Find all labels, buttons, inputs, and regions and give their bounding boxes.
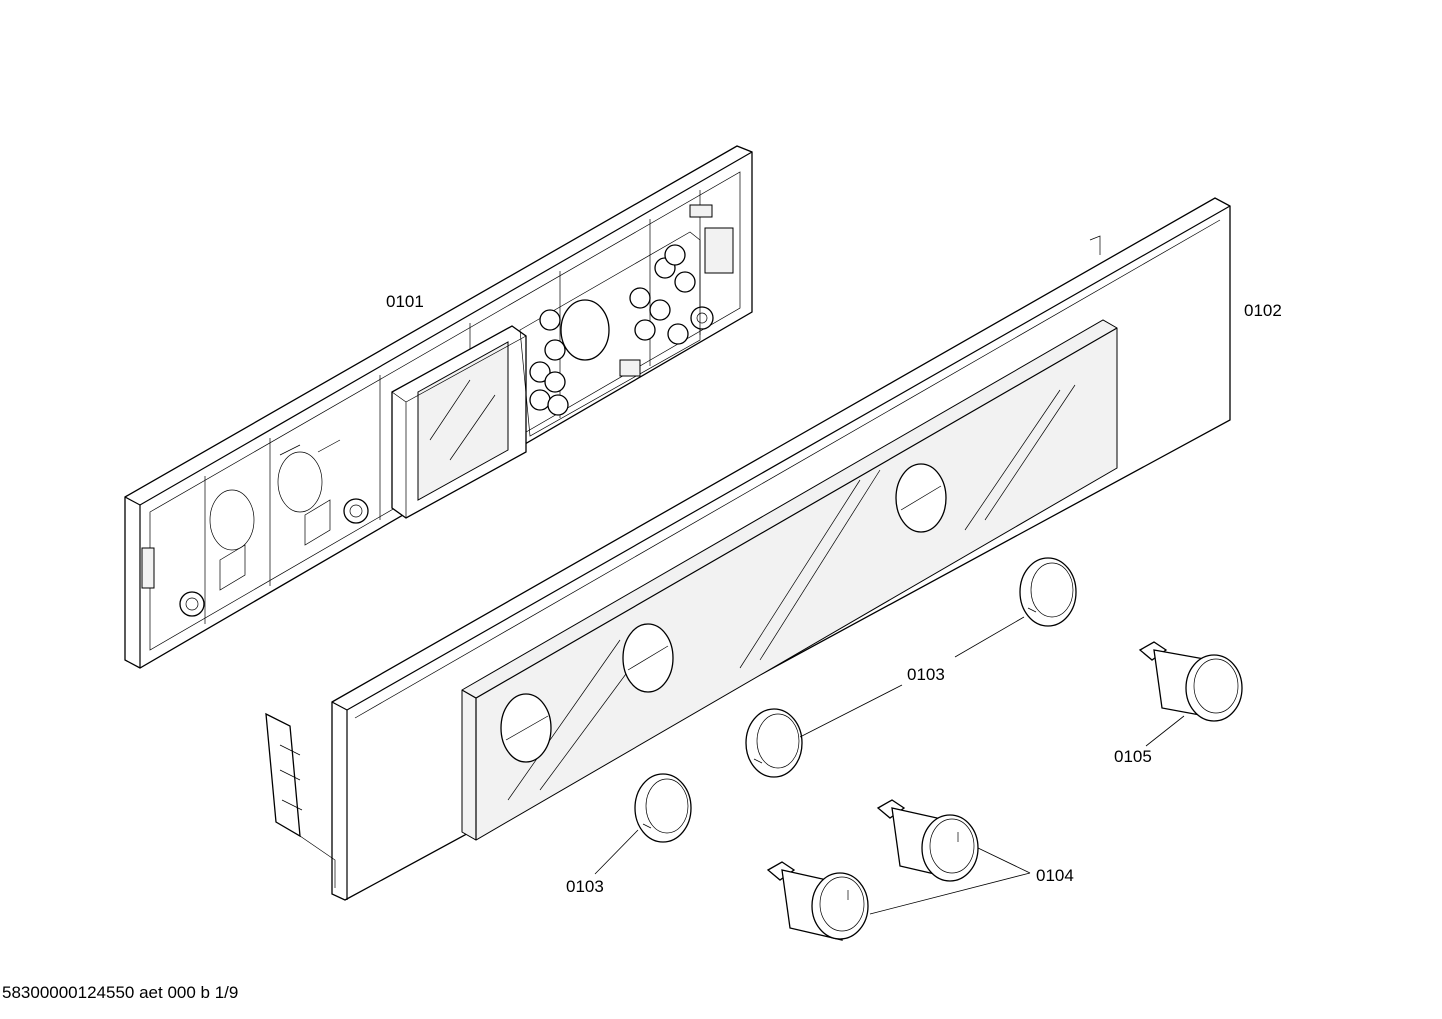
bezel-ring-lower — [634, 773, 692, 843]
drawing-reference: 58300000124550 aet 000 b 1/9 — [2, 983, 238, 1002]
control-knob-single — [1138, 641, 1243, 722]
front-panel-0102 — [265, 197, 1231, 901]
label-0102: 0102 — [1244, 301, 1282, 320]
leader-lines — [594, 616, 1185, 915]
label-0103-upper: 0103 — [907, 665, 945, 684]
control-knob-upper — [876, 799, 979, 882]
bezel-ring-upper-right — [1019, 557, 1077, 627]
bezel-ring-middle — [745, 708, 803, 778]
control-frame-0101 — [124, 145, 753, 669]
label-0104: 0104 — [1036, 866, 1074, 885]
control-knob-lower — [766, 861, 869, 941]
label-0101: 0101 — [386, 292, 424, 311]
label-0103-lower: 0103 — [566, 877, 604, 896]
label-0105: 0105 — [1114, 747, 1152, 766]
